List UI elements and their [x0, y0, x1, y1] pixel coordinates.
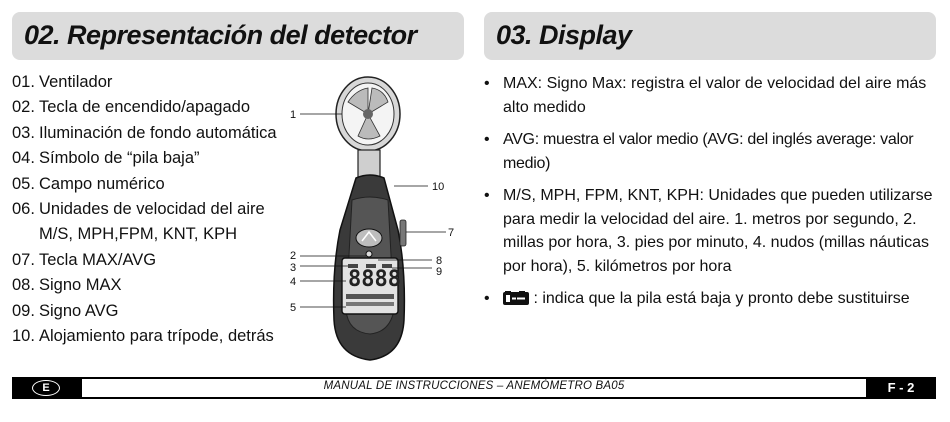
language-badge: E: [12, 377, 82, 399]
item-text: Campo numérico: [39, 174, 165, 193]
list-item: 02.Tecla de encendido/apagado: [12, 95, 302, 120]
display-bullets: • MAX: Signo Max: registra el valor de ve…: [484, 72, 940, 320]
list-item: 06.Unidades de velocidad del aire M/S, M…: [12, 197, 302, 248]
bullet: •: [484, 75, 490, 92]
bullet-text: AVG: muestra el valor medio (AVG: del in…: [503, 131, 914, 172]
list-item: 05.Campo numérico: [12, 172, 302, 197]
item-text: Signo MAX: [39, 276, 122, 295]
list-item: 04.Símbolo de “pila baja”: [12, 146, 302, 171]
language-code: E: [32, 380, 60, 396]
list-item: • AVG: muestra el valor medio (AVG: del i…: [484, 128, 940, 175]
item-text: Iluminación de fondo automática: [39, 123, 277, 142]
anemometer-illustration: 8888 1 2 3 4 5 7 8 9 10: [290, 76, 454, 361]
callout-7: 7: [448, 227, 454, 239]
item-number: 04.: [12, 149, 35, 168]
page-number: F - 2: [866, 377, 936, 399]
battery-note-text: : indica que la pila está baja y pronto …: [533, 290, 910, 307]
list-item: • M/S, MPH, FPM, KNT, KPH: Unidades que p…: [484, 184, 940, 278]
svg-text:8888: 8888: [348, 267, 401, 292]
item-number: 02.: [12, 98, 35, 117]
list-item: • : indica que la pila está baja y pront…: [484, 287, 940, 311]
callout-1: 1: [290, 109, 296, 121]
item-number: 10.: [12, 327, 35, 346]
footer-title: MANUAL DE INSTRUCCIONES – ANEMÓMETRO BA0…: [323, 380, 625, 392]
item-text: Ventilador: [39, 73, 113, 91]
callout-5: 5: [290, 302, 296, 314]
list-item: 03.Iluminación de fondo automática: [12, 121, 302, 146]
list-item: 08.Signo MAX: [12, 273, 302, 298]
bullet: •: [484, 131, 490, 148]
item-text: Tecla de encendido/apagado: [39, 98, 251, 117]
bullet-text: M/S, MPH, FPM, KNT, KPH: Unidades que pu…: [503, 187, 933, 275]
item-number: 06.: [12, 200, 35, 219]
item-number: 01.: [12, 73, 35, 91]
section-title: 02. Representación del detector: [24, 20, 417, 50]
list-item: 09.Signo AVG: [12, 299, 302, 324]
list-item: 10.Alojamiento para trípode, detrás: [12, 324, 302, 349]
bullet: •: [484, 187, 490, 204]
list-item: 07.Tecla MAX/AVG: [12, 248, 302, 273]
callout-2: 2: [290, 250, 296, 262]
item-text: Unidades de velocidad del aire M/S, MPH,…: [39, 200, 265, 244]
callout-9: 9: [436, 266, 442, 278]
item-text: Símbolo de “pila baja”: [39, 149, 200, 168]
item-text: Signo AVG: [39, 301, 119, 320]
bullet-text: MAX: Signo Max: registra el valor de vel…: [503, 75, 927, 116]
callout-4: 4: [290, 276, 296, 288]
item-number: 05.: [12, 174, 35, 193]
section-header-representation: 02. Representación del detector: [12, 12, 464, 60]
item-number: 08.: [12, 276, 35, 295]
low-battery-icon: [503, 291, 529, 305]
list-item: • MAX: Signo Max: registra el valor de ve…: [484, 72, 940, 119]
section-header-display: 03. Display: [484, 12, 936, 60]
item-number: 07.: [12, 250, 35, 269]
list-item: 01.Ventilador: [12, 70, 302, 95]
footer: E MANUAL DE INSTRUCCIONES – ANEMÓMETRO B…: [12, 377, 936, 399]
item-text: Alojamiento para trípode, detrás: [39, 327, 274, 346]
bullet: •: [484, 290, 490, 307]
item-number: 03.: [12, 123, 35, 142]
parts-list: 01.Ventilador 02.Tecla de encendido/apag…: [12, 70, 302, 349]
callout-3: 3: [290, 262, 296, 274]
section-title: 03. Display: [496, 20, 632, 50]
callout-8: 8: [436, 255, 442, 267]
callout-10: 10: [432, 181, 444, 193]
item-text: Tecla MAX/AVG: [39, 250, 157, 269]
item-number: 09.: [12, 301, 35, 320]
